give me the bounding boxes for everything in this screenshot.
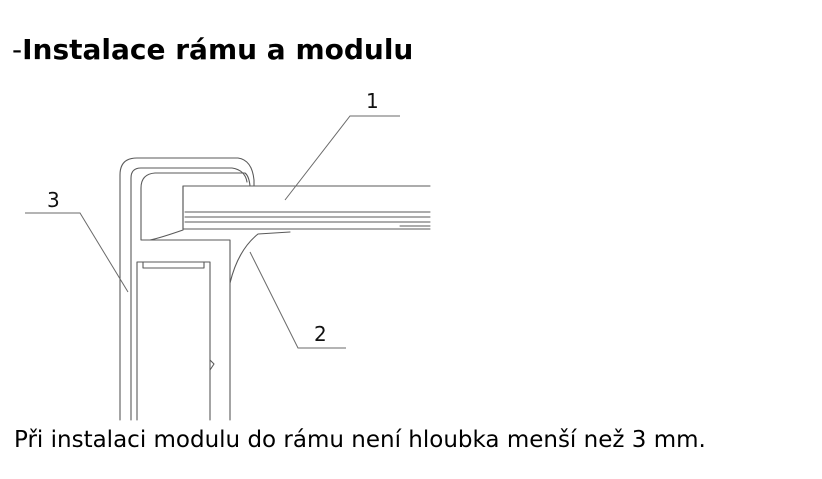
frame-notch	[209, 359, 215, 371]
callout-3-leader	[25, 212, 129, 293]
frame-outer-wall	[229, 231, 291, 421]
callout-1-leader	[284, 115, 400, 201]
frame-inner-wall	[136, 261, 211, 421]
callout-2-label: 2	[314, 322, 327, 346]
frame-inner-notch	[142, 261, 205, 269]
frame-profile-outer	[119, 157, 255, 421]
frame-pocket	[140, 172, 251, 241]
title-prefix: -	[12, 33, 23, 66]
frame-profile-inner	[130, 167, 248, 421]
title-text: Instalace rámu a modulu	[22, 33, 414, 66]
callout-2-leader	[249, 251, 346, 349]
module-laminate	[182, 185, 431, 230]
frame-web	[149, 239, 231, 284]
page-title: -Instalace rámu a modulu	[12, 30, 413, 70]
installation-note: Při instalaci modulu do rámu není hloubk…	[14, 427, 706, 453]
callout-3-label: 3	[47, 188, 60, 212]
callout-1-label: 1	[366, 89, 379, 113]
